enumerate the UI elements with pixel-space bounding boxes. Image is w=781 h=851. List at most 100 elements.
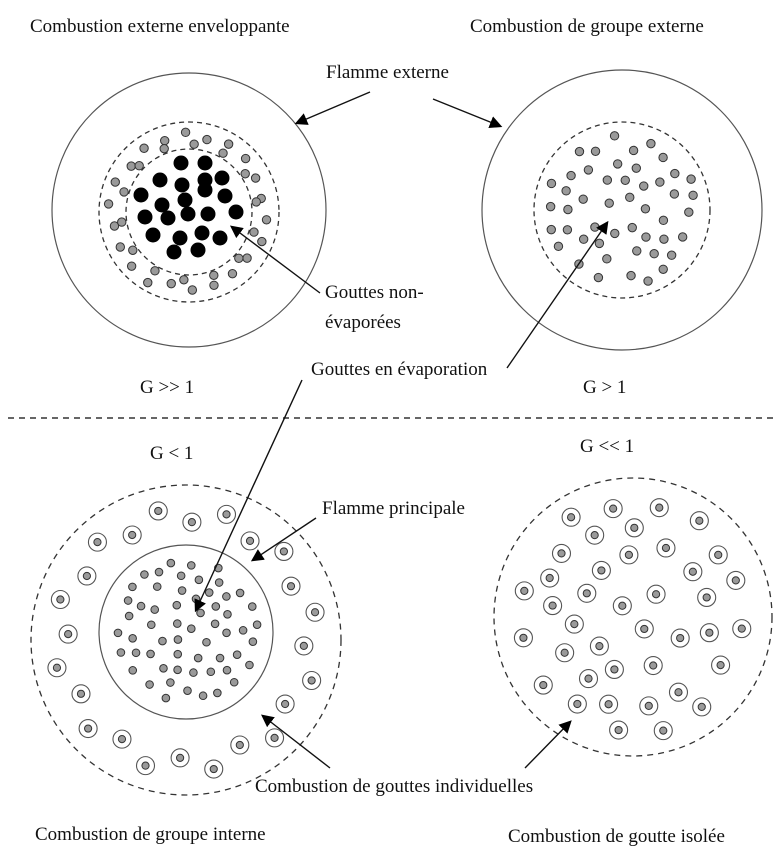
label-individual-combustion: Combustion de gouttes individuelles	[255, 776, 533, 797]
burning-droplet	[533, 675, 553, 695]
droplet	[670, 168, 680, 179]
droplet	[546, 178, 557, 189]
droplet	[627, 222, 637, 233]
droplet	[176, 571, 186, 581]
unevaporated-droplet	[197, 182, 213, 198]
droplet	[166, 278, 176, 289]
droplet	[240, 169, 250, 179]
unevaporated-droplet	[160, 210, 176, 226]
burning-droplets	[47, 501, 325, 779]
arrow-individual-left	[261, 714, 331, 769]
droplet	[209, 280, 219, 290]
droplet	[172, 600, 182, 610]
droplet	[128, 666, 138, 675]
unevaporated-droplet	[194, 225, 210, 241]
droplet	[677, 232, 688, 242]
label-unevaporated-1: Gouttes non-	[325, 282, 424, 303]
droplet	[113, 628, 123, 638]
droplet	[639, 181, 649, 191]
arrow-flame-right	[432, 98, 503, 129]
burning-droplet	[578, 669, 599, 689]
unevaporated-droplet	[177, 192, 193, 208]
unevaporated-droplet	[152, 172, 168, 188]
burning-droplet	[634, 619, 654, 639]
droplet	[649, 249, 659, 259]
droplet	[194, 575, 204, 585]
burning-droplet	[216, 504, 237, 524]
burning-droplet	[514, 581, 534, 601]
droplet	[646, 138, 656, 149]
title-external-sheath: Combustion externe enveloppante	[30, 16, 290, 37]
droplet	[223, 139, 234, 149]
droplet	[229, 677, 239, 687]
droplet	[602, 254, 612, 264]
droplet	[198, 691, 208, 701]
droplet	[604, 198, 614, 208]
droplet	[215, 653, 225, 663]
burning-droplet	[643, 655, 663, 676]
regime-g-greater: G > 1	[583, 377, 626, 398]
external-sheath-cloud	[51, 72, 327, 348]
droplet	[250, 173, 261, 183]
burning-droplet	[649, 498, 669, 518]
droplet	[173, 665, 182, 675]
droplet	[128, 634, 137, 643]
burning-droplet	[591, 560, 611, 580]
unevaporated-droplets	[133, 155, 244, 260]
unevaporated-droplet	[133, 187, 149, 203]
droplet	[202, 637, 211, 647]
droplet	[553, 241, 564, 252]
burning-droplet	[697, 587, 717, 608]
droplet	[103, 199, 114, 209]
droplet	[546, 224, 556, 235]
burning-droplet	[230, 735, 250, 755]
droplet	[251, 197, 261, 207]
unevaporated-droplet	[172, 230, 188, 246]
burning-droplet	[78, 719, 98, 739]
droplet	[158, 636, 167, 646]
droplet	[143, 277, 153, 288]
regime-g-much-less: G << 1	[580, 436, 634, 457]
droplet	[238, 626, 248, 635]
burning-droplet	[726, 570, 746, 590]
droplet	[214, 578, 224, 587]
arrow-individual-right	[524, 720, 572, 769]
burning-droplet	[699, 623, 719, 643]
burning-droplet	[71, 684, 91, 704]
burning-droplet	[585, 525, 605, 545]
droplet	[628, 145, 639, 156]
unevaporated-droplet	[217, 188, 233, 204]
burning-droplet	[589, 636, 609, 656]
burning-droplet	[689, 511, 709, 531]
droplet	[173, 635, 183, 644]
burning-droplet	[112, 729, 132, 749]
arrow-main-flame	[250, 517, 317, 562]
isolated-droplet-cloud	[493, 477, 773, 757]
title-internal-group: Combustion de groupe interne	[35, 824, 266, 845]
droplet	[227, 268, 238, 279]
burning-droplet	[77, 566, 97, 586]
droplet	[211, 602, 221, 611]
droplet	[159, 143, 169, 154]
external-flame-circle	[481, 69, 763, 351]
droplet	[578, 234, 589, 244]
droplet	[222, 592, 231, 601]
droplet	[159, 135, 170, 146]
droplet	[191, 594, 201, 604]
droplet	[128, 245, 138, 255]
droplet	[261, 215, 272, 225]
droplet	[202, 134, 212, 145]
droplet	[152, 582, 162, 591]
droplet	[688, 190, 698, 200]
droplet	[146, 620, 156, 630]
burning-droplet	[122, 525, 142, 545]
droplet	[563, 204, 573, 215]
droplet	[134, 161, 144, 171]
droplet	[625, 192, 635, 203]
droplet	[659, 234, 669, 244]
droplet	[213, 688, 222, 698]
cloud-boundary	[30, 484, 342, 796]
droplet	[218, 148, 228, 158]
arrow-evap-top	[506, 220, 609, 369]
droplet	[186, 624, 196, 634]
